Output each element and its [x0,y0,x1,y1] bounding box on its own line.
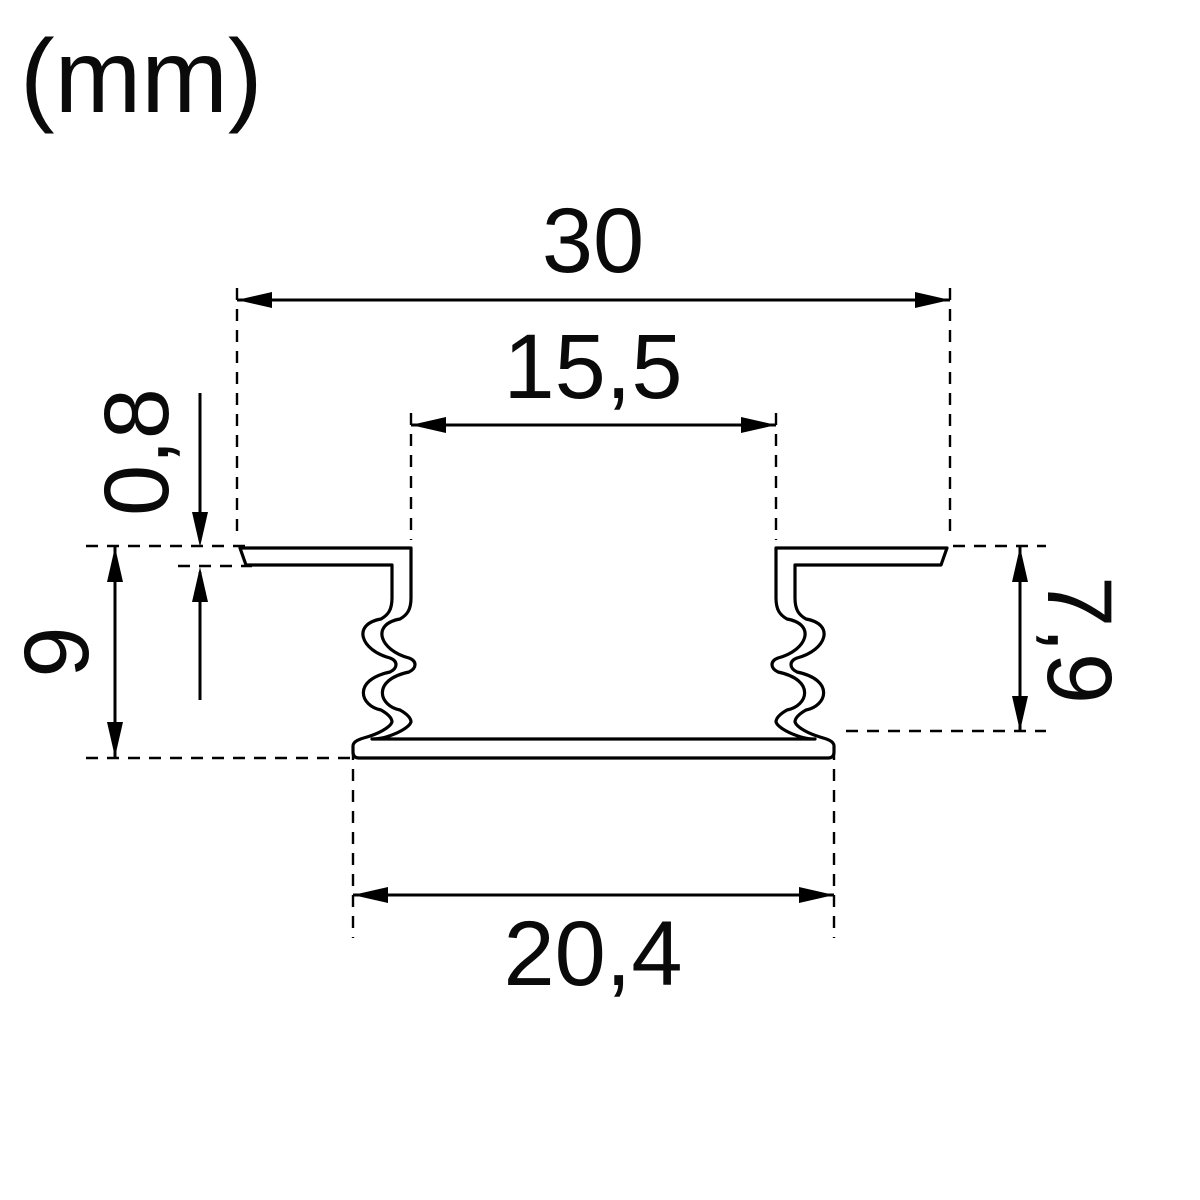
arrowhead-right [799,887,834,903]
arrowhead-bottom [107,722,123,757]
dimension-total-height: 9 [6,547,123,757]
arrowhead-bottom [1012,696,1028,731]
reference-lines [86,288,1046,938]
arrowhead-top [107,547,123,582]
bottom-width-label: 20,4 [503,903,682,1005]
arrowhead-down [192,512,208,547]
overall-width-label: 30 [542,190,644,292]
inner-height-label: 7,9 [1028,576,1130,704]
unit-label: (mm) [20,19,263,135]
profile-cross-section [238,546,949,760]
dimension-inner-height: 7,9 [1012,547,1130,731]
dimension-opening-width: 15,5 [411,316,776,433]
arrowhead-left [411,417,446,433]
arrowhead-right [915,292,950,308]
total-height-label: 9 [6,626,108,677]
arrowhead-top [1012,547,1028,582]
flange-thickness-label: 0,8 [86,388,188,516]
dimension-overall-width: 30 [237,190,950,308]
opening-width-label: 15,5 [503,316,682,418]
arrowhead-left [353,887,388,903]
dimension-flange-thickness: 0,8 [86,388,208,700]
arrowhead-up [192,567,208,602]
dimension-bottom-width: 20,4 [353,887,834,1005]
arrowhead-right [741,417,776,433]
arrowhead-left [237,292,272,308]
